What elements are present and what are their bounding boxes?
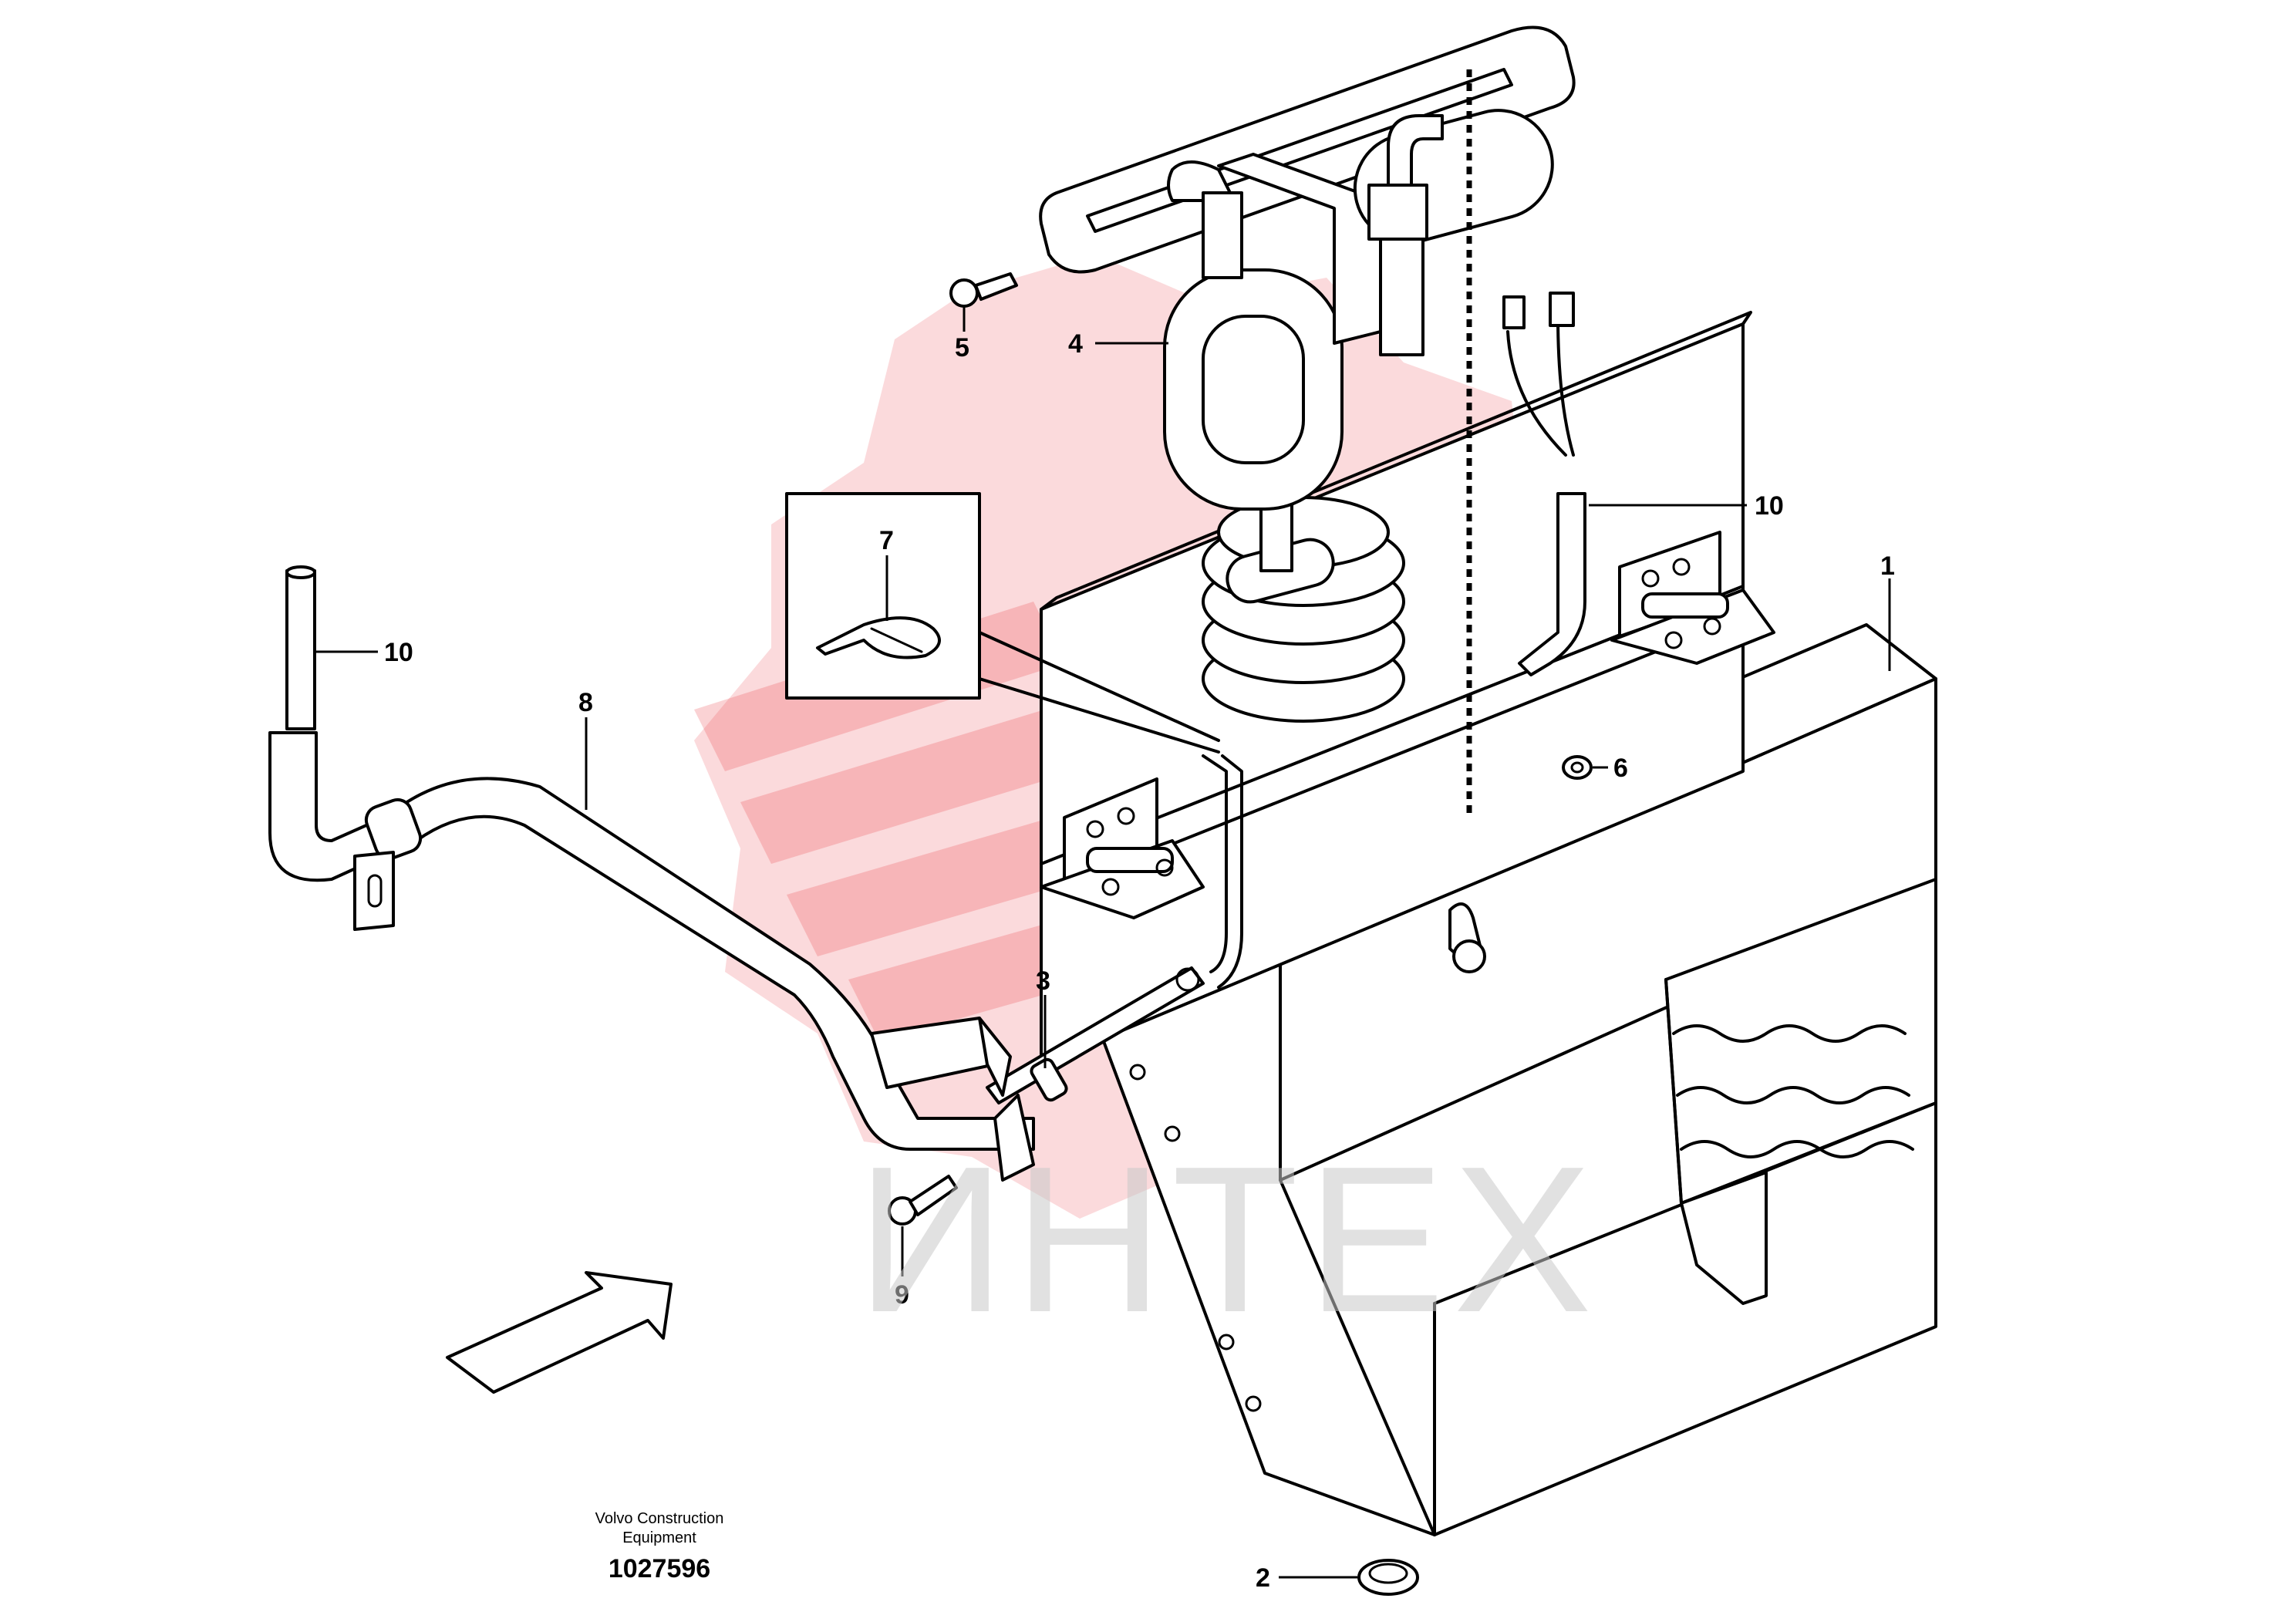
hinge-left: [1040, 777, 1205, 919]
footer-part-number: 1027596: [609, 1554, 710, 1583]
watermark-text: ИНТЕХ: [856, 1124, 1600, 1356]
wire-harness: [1502, 292, 1586, 676]
callout-5: 5: [955, 333, 969, 363]
callout-10-right: 10: [1755, 491, 1784, 521]
heat-exchanger-coil: [1163, 268, 1405, 723]
callout-6: 6: [1613, 754, 1628, 783]
callout-1: 1: [1880, 551, 1895, 581]
direction-arrow: [446, 1271, 673, 1394]
callout-4: 4: [1068, 329, 1083, 359]
callout-labels: 1 2 3 4 5 6 7 8 9 10 10: [384, 329, 1895, 1593]
footer: Volvo Construction Equipment 1027596: [595, 1510, 724, 1583]
callout-7: 7: [879, 526, 894, 555]
callout-9: 9: [895, 1280, 909, 1310]
top-frame-tube: [1039, 25, 1576, 356]
footer-company-line2: Equipment: [622, 1529, 696, 1546]
hose-section: [986, 754, 1243, 1104]
callout-8: 8: [578, 688, 593, 717]
washer-6: [1562, 755, 1593, 780]
leader-lines: [316, 305, 1891, 1579]
pipe-assembly: [268, 565, 1035, 1182]
hinge-right: [1610, 531, 1775, 665]
detail-inset: [785, 492, 1220, 754]
grommet-2: [1357, 1559, 1419, 1596]
callout-3: 3: [1036, 966, 1050, 996]
footer-company-line1: Volvo Construction: [595, 1510, 724, 1527]
bolt-9: [888, 1175, 958, 1226]
callout-2: 2: [1256, 1563, 1270, 1593]
callout-10-left: 10: [384, 638, 413, 667]
